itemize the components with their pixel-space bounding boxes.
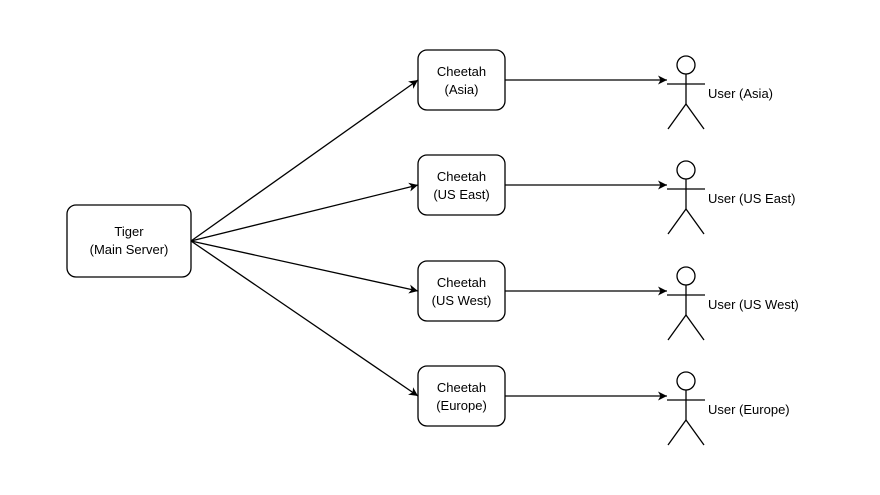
edge-tiger-cheetah-us-west [181,234,419,294]
user-actor-europe[interactable]: User (Europe) [667,371,790,446]
user-label: User (US East) [708,191,795,206]
edge-server-node-us-west[interactable]: Cheetah (US West) [417,260,506,322]
user-icon [667,266,705,341]
edge-server-node-us-east[interactable]: Cheetah (US East) [417,154,506,216]
user-icon [667,160,705,235]
edge-server-box [417,154,506,216]
edge-server-node-asia[interactable]: Cheetah (Asia) [417,49,506,111]
edge-server-title: Cheetah [437,380,486,395]
user-actor-us-east[interactable]: User (US East) [667,160,795,235]
user-label: User (Asia) [708,86,773,101]
server-edges [181,79,419,397]
user-icon [667,371,705,446]
edge-server-node-europe[interactable]: Cheetah (Europe) [417,365,506,427]
edge-server-region: (US West) [432,293,492,308]
main-server-node[interactable]: Tiger (Main Server) [66,204,192,278]
edge-server-box [417,49,506,111]
edge-server-region: (Europe) [436,398,487,413]
edge-server-region: (US East) [433,187,489,202]
edge-tiger-cheetah-europe [181,232,419,397]
user-icon [667,55,705,130]
user-actor-asia[interactable]: User (Asia) [667,55,773,130]
user-label: User (Europe) [708,402,790,417]
user-actor-us-west[interactable]: User (US West) [667,266,799,341]
edge-server-title: Cheetah [437,64,486,79]
edge-server-box [417,365,506,427]
edge-server-box [417,260,506,322]
edge-tiger-cheetah-us-east [181,182,419,248]
main-server-title: Tiger [114,224,144,239]
main-server-box [66,204,192,278]
edge-server-region: (Asia) [445,82,479,97]
edge-tiger-cheetah-asia [181,79,419,250]
edge-server-title: Cheetah [437,169,486,184]
user-edges [496,75,667,401]
user-label: User (US West) [708,297,799,312]
main-server-subtitle: (Main Server) [90,242,169,257]
edge-server-title: Cheetah [437,275,486,290]
